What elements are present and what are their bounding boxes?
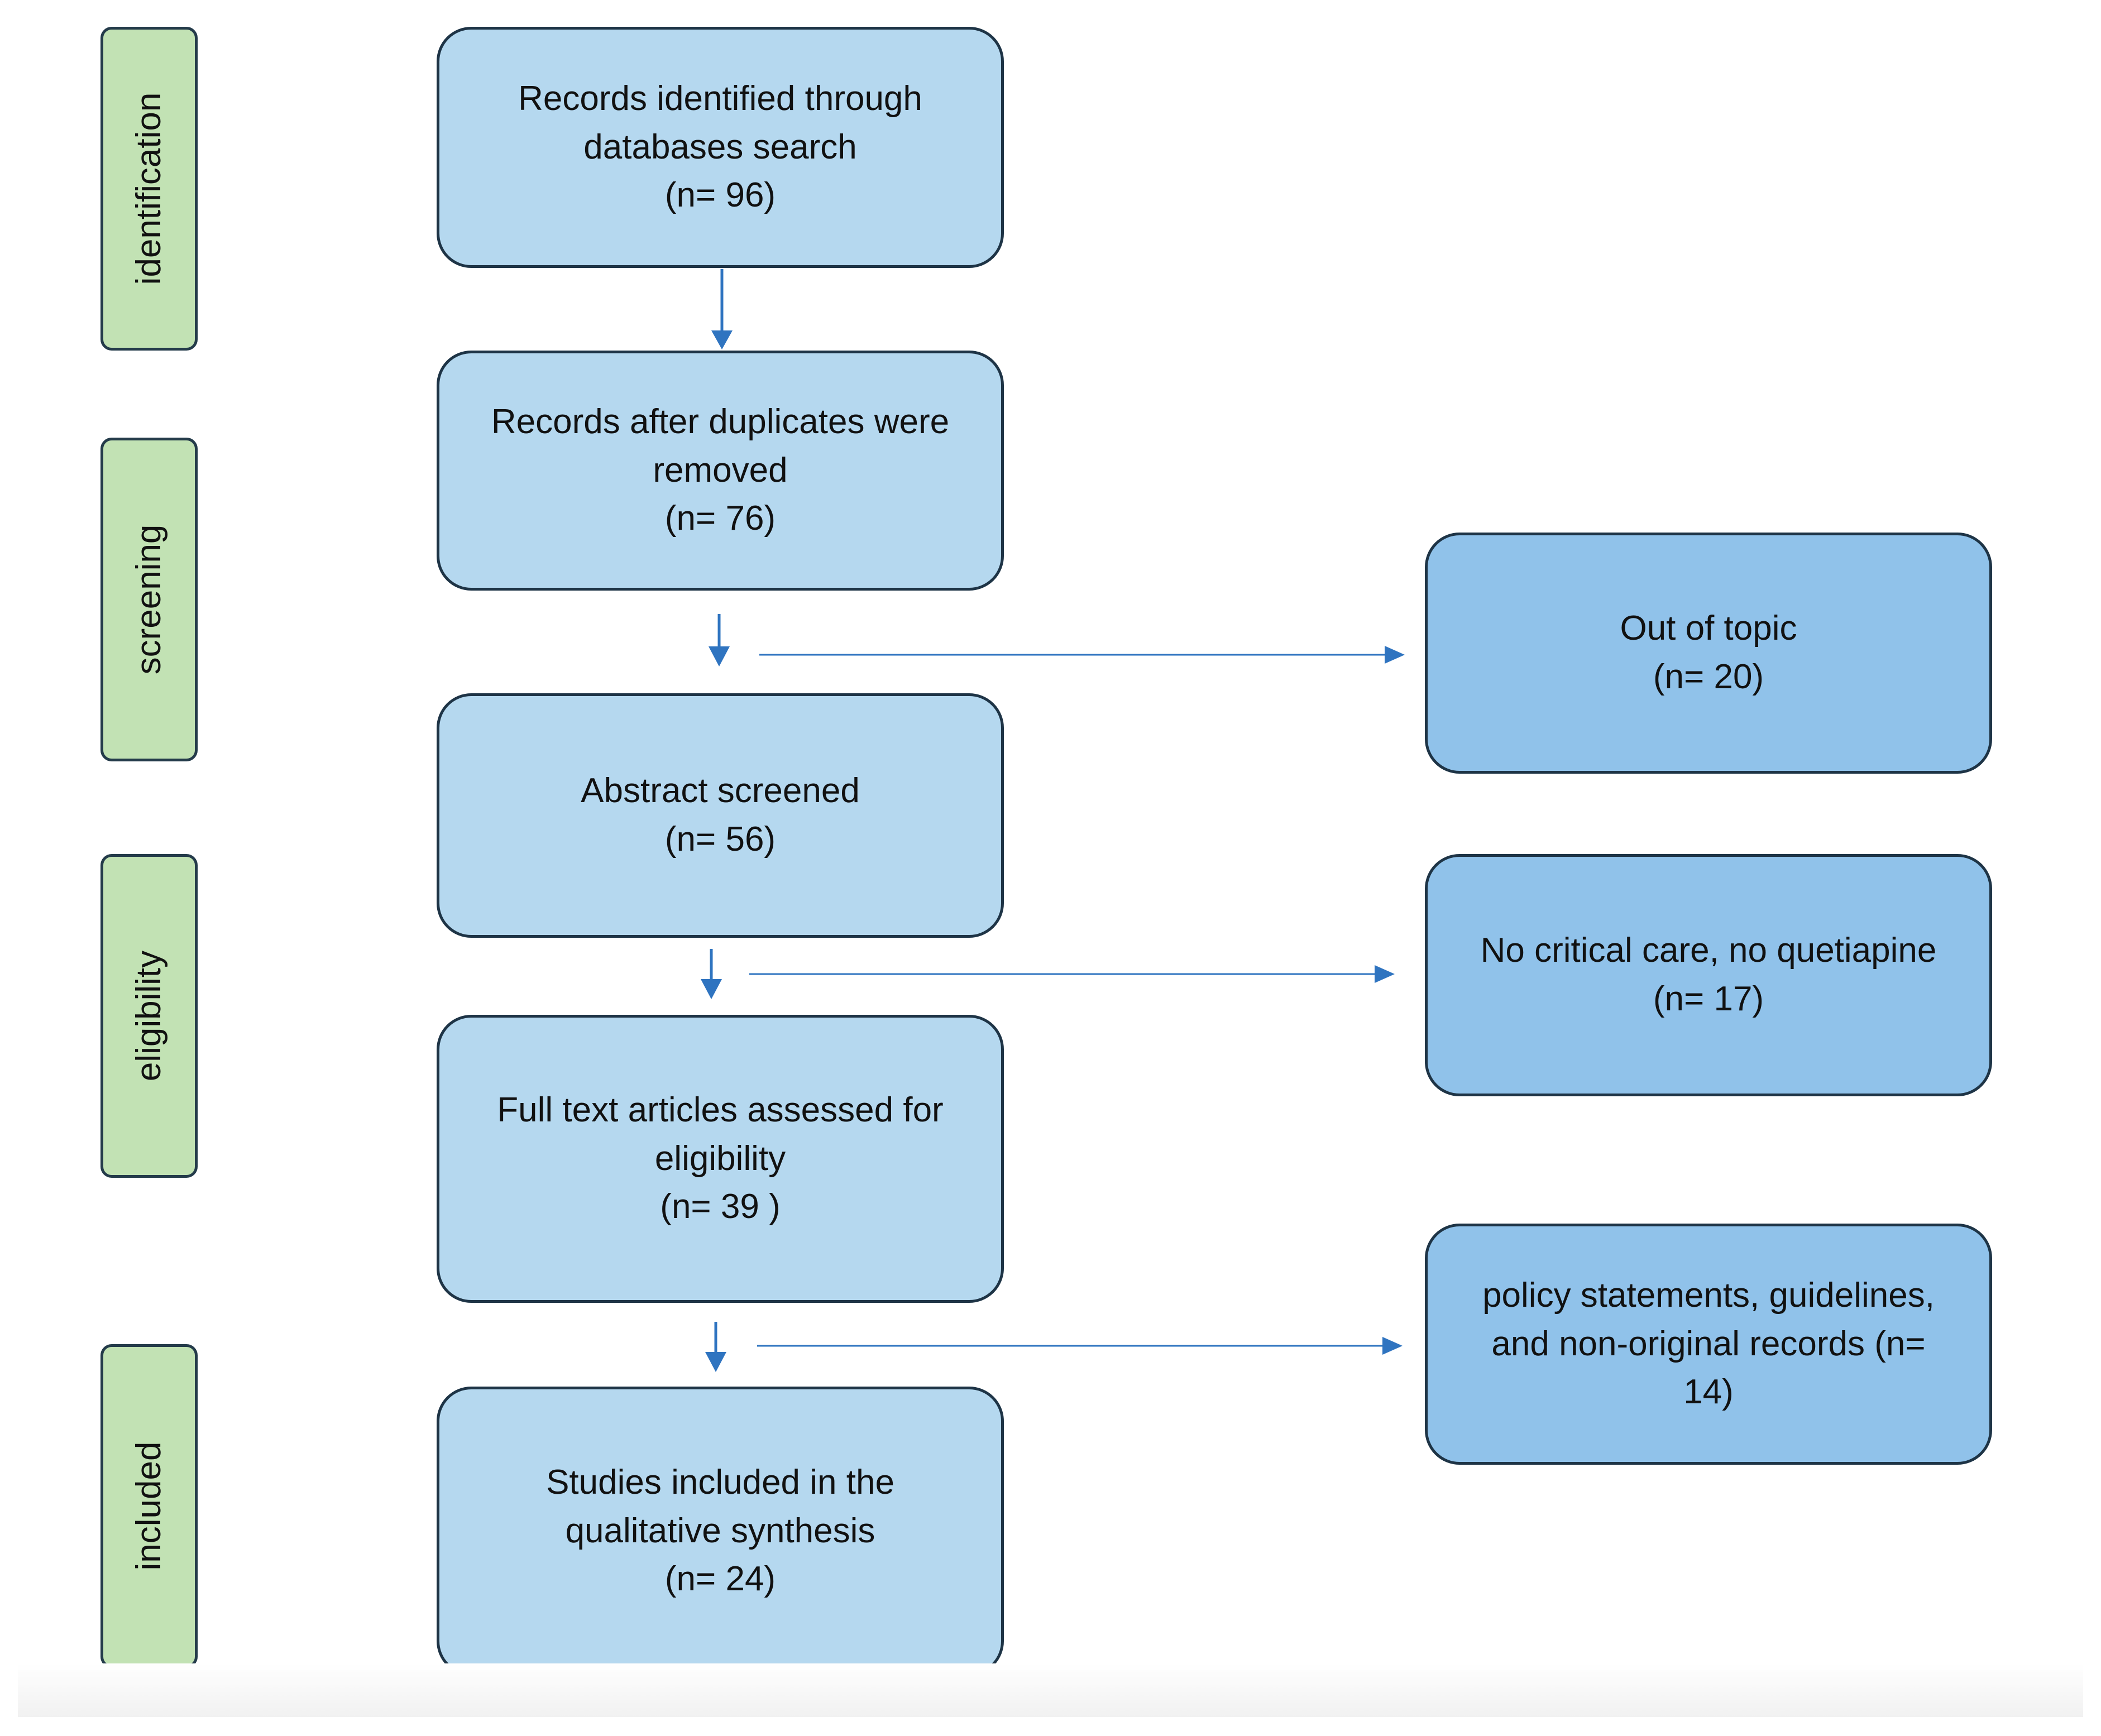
stage-screening: screening: [100, 438, 198, 761]
stage-label: screening: [130, 524, 168, 675]
arrow-down-4: [705, 1322, 726, 1372]
stage-identification: identification: [100, 27, 198, 351]
box-text: No critical care, no quetiapine (n= 17): [1480, 931, 1937, 1018]
arrow-right-2: [749, 965, 1395, 983]
box-excluded-out-of-topic: Out of topic (n= 20): [1425, 533, 1992, 774]
box-records-after-duplicates: Records after duplicates were removed (n…: [437, 351, 1004, 591]
box-text: Studies included in the qualitative synt…: [546, 1462, 894, 1599]
box-full-text-assessed: Full text articles assessed for eligibil…: [437, 1015, 1004, 1303]
stage-label: identification: [130, 92, 168, 285]
arrow-down-1: [711, 269, 733, 349]
box-text: Full text articles assessed for eligibil…: [497, 1090, 944, 1226]
stage-included: included: [100, 1344, 198, 1668]
box-studies-included: Studies included in the qualitative synt…: [437, 1387, 1004, 1676]
box-excluded-policy-statements: policy statements, guidelines, and non-o…: [1425, 1224, 1992, 1465]
arrow-right-1: [759, 646, 1405, 664]
stage-label: eligibility: [130, 950, 168, 1082]
box-text: Out of topic (n= 20): [1620, 609, 1797, 696]
box-records-identified: Records identified through databases sea…: [437, 27, 1004, 268]
box-text: policy statements, guidelines, and non-o…: [1482, 1275, 1935, 1412]
box-text: Records identified through databases sea…: [518, 79, 922, 215]
box-text: Records after duplicates were removed (n…: [491, 402, 950, 538]
stage-eligibility: eligibility: [100, 854, 198, 1178]
stage-label: included: [130, 1441, 168, 1571]
arrow-right-3: [757, 1337, 1403, 1355]
box-text: Abstract screened (n= 56): [581, 771, 860, 859]
arrow-down-3: [701, 949, 722, 999]
box-abstract-screened: Abstract screened (n= 56): [437, 693, 1004, 938]
arrow-down-2: [709, 614, 730, 666]
box-excluded-no-critical-care: No critical care, no quetiapine (n= 17): [1425, 854, 1992, 1096]
bottom-shadow-band: [18, 1663, 2083, 1717]
